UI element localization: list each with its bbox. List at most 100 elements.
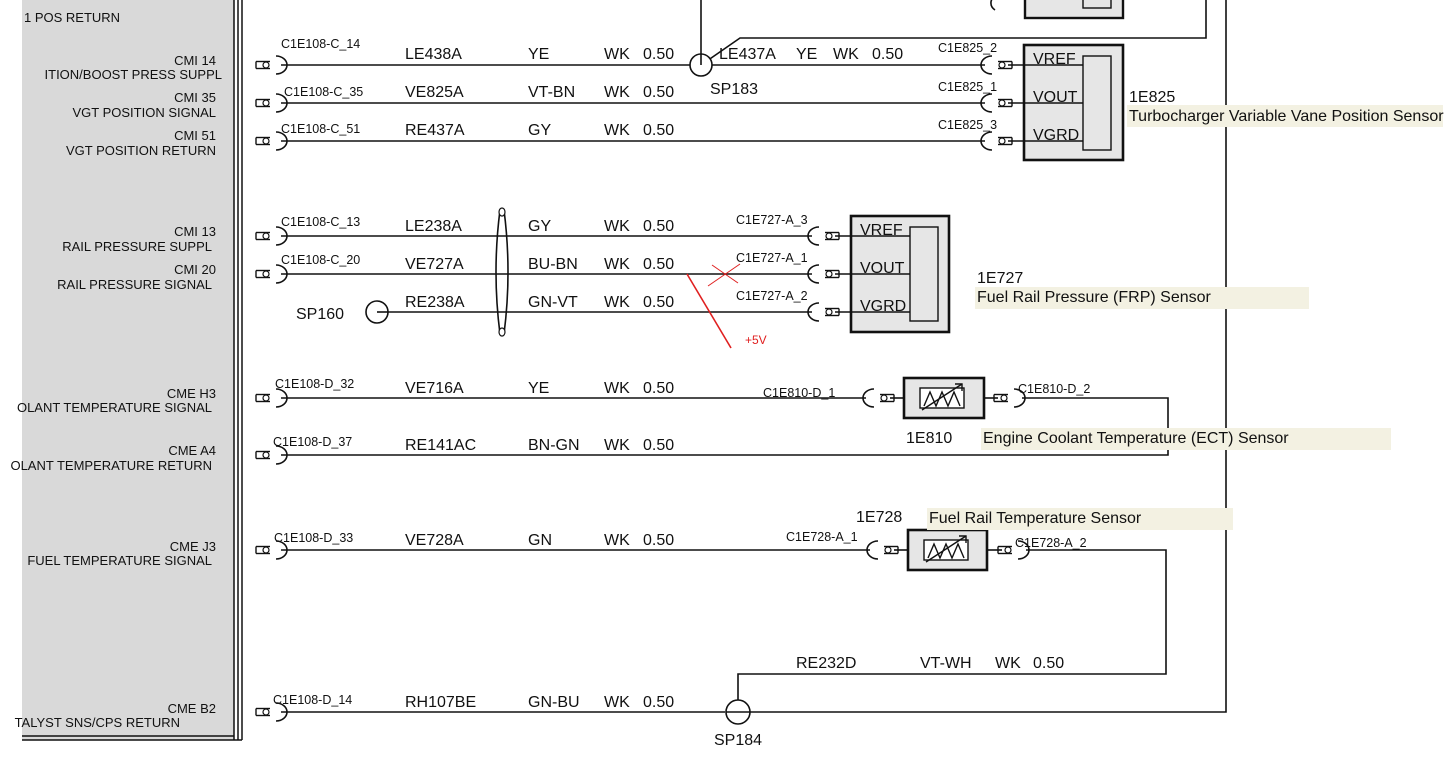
wire-type-4: WK: [604, 256, 630, 273]
wire-type-3: WK: [604, 218, 630, 235]
sensor-1e727-pin-vgrd: VGRD: [860, 298, 906, 315]
wire-gauge-1: 0.50: [643, 84, 674, 101]
wire-circuit-9: RH107BE: [405, 694, 476, 711]
ecu-func-9: TALYST SNS/CPS RETURN: [15, 715, 180, 730]
twisted-pair-symbol: [495, 207, 509, 337]
ecu-pin-2: CMI 35: [174, 90, 216, 105]
splices: SP183 SP160 SP184: [296, 53, 762, 749]
wire-color-5: GN-VT: [528, 294, 578, 311]
connector-label-6: C1E108-D_32: [275, 377, 354, 391]
sensor-1e810-id: 1E810: [906, 430, 952, 447]
ecu-pin-4: CMI 13: [174, 224, 216, 239]
sensor-1e727-pin-vout: VOUT: [860, 260, 905, 277]
wire-color-1: VT-BN: [528, 84, 575, 101]
connector-label-3: C1E108-C_13: [281, 215, 360, 229]
wire-circuit-3: LE238A: [405, 218, 462, 235]
sensor-1e810-conn-2: C1E810-D_2: [1018, 382, 1090, 396]
ecu-pin-5: CMI 20: [174, 262, 216, 277]
ecu-func-1: ITION/BOOST PRESS SUPPL: [45, 67, 222, 82]
wire-line-7: [281, 397, 1169, 456]
sensor-partial-top: [990, 0, 1125, 20]
wire-circuit-re232d: RE232D: [796, 655, 856, 672]
wire-type-7: WK: [604, 437, 630, 454]
sensor-1e810-name: Engine Coolant Temperature (ECT) Sensor: [983, 430, 1289, 447]
wire-circuit-8: VE728A: [405, 532, 464, 549]
sensor-1e728-conn-2: C1E728-A_2: [1015, 536, 1087, 550]
wire-gauge-le437a: 0.50: [872, 46, 903, 63]
connector-label-7: C1E108-D_37: [273, 435, 352, 449]
splice-label-sp160: SP160: [296, 306, 344, 323]
wire-type-1: WK: [604, 84, 630, 101]
sensor-1e727-conn-2: C1E727-A_2: [736, 289, 808, 303]
sensor-1e825-pin-vout: VOUT: [1033, 89, 1078, 106]
wire-gauge-4: 0.50: [643, 256, 674, 273]
wire-gauge-5: 0.50: [643, 294, 674, 311]
wire-color-3: GY: [528, 218, 551, 235]
connector-label-1: C1E108-C_35: [284, 85, 363, 99]
sensor-1e728-conn-1: C1E728-A_1: [786, 530, 858, 544]
wire-color-re232d: VT-WH: [920, 655, 972, 672]
wire-color-le437a: YE: [796, 46, 817, 63]
sensor-1e825-conn-1: C1E825_1: [938, 80, 997, 94]
sensor-1e727-id: 1E727: [977, 270, 1023, 287]
ecu-func-6: OLANT TEMPERATURE SIGNAL: [17, 400, 212, 415]
sensor-1e727-conn-1: C1E727-A_1: [736, 251, 808, 265]
sensor-1e727-pin-vref: VREF: [860, 222, 903, 239]
sensor-1e728-id: 1E728: [856, 509, 902, 526]
sensor-1e728: C1E728-A_1 C1E728-A_2 1E728 Fuel Rail Te…: [786, 508, 1233, 572]
wire-type-9: WK: [604, 694, 630, 711]
wire-line-re232d: [737, 549, 1167, 701]
wire-color-4: BU-BN: [528, 256, 578, 273]
ecu-pin-7: CME A4: [168, 443, 216, 458]
sensor-1e825-pin-vgrd: VGRD: [1033, 127, 1079, 144]
wire-gauge-3: 0.50: [643, 218, 674, 235]
wire-color-2: GY: [528, 122, 551, 139]
wire-gauge-7: 0.50: [643, 437, 674, 454]
wire-circuit-0: LE438A: [405, 46, 462, 63]
wire-lines: [281, 0, 1227, 713]
annotation-plus5v: +5V: [745, 333, 767, 347]
wire-type-re232d: WK: [995, 655, 1021, 672]
ecu-func-5: RAIL PRESSURE SIGNAL: [57, 277, 212, 292]
wire-type-5: WK: [604, 294, 630, 311]
wire-color-8: GN: [528, 532, 552, 549]
ecu-func-7: OLANT TEMPERATURE RETURN: [10, 458, 212, 473]
wire-line-return-bus: [750, 0, 1227, 713]
ecu-pin-1: CMI 14: [174, 53, 216, 68]
ecu-func-4: RAIL PRESSURE SUPPL: [62, 239, 212, 254]
ecu-func-2: VGT POSITION SIGNAL: [72, 105, 216, 120]
wire-line-le437a: [703, 0, 1207, 64]
connector-label-2: C1E108-C_51: [281, 122, 360, 136]
connector-label-9: C1E108-D_14: [273, 693, 352, 707]
wire-circuit-5: RE238A: [405, 294, 465, 311]
wire-gauge-8: 0.50: [643, 532, 674, 549]
wire-color-6: YE: [528, 380, 549, 397]
ecu-pin-8: CME J3: [170, 539, 216, 554]
wire-gauge-re232d: 0.50: [1033, 655, 1064, 672]
wire-labels: LE438A YE WK 0.50 VE825A VT-BN WK 0.50 R…: [405, 46, 1064, 711]
wire-circuit-1: VE825A: [405, 84, 464, 101]
wire-color-9: GN-BU: [528, 694, 580, 711]
sensor-1e810: C1E810-D_1 C1E810-D_2 1E810 Engine Coola…: [763, 376, 1391, 450]
connector-label-8: C1E108-D_33: [274, 531, 353, 545]
wire-type-8: WK: [604, 532, 630, 549]
connector-labels: C1E108-C_14 C1E108-C_35 C1E108-C_51 C1E1…: [273, 37, 363, 707]
sensor-1e825-name: Turbocharger Variable Vane Position Sens…: [1129, 108, 1444, 125]
wire-gauge-0: 0.50: [643, 46, 674, 63]
wire-circuit-4: VE727A: [405, 256, 464, 273]
sensor-1e825-conn-2: C1E825_2: [938, 41, 997, 55]
wire-gauge-9: 0.50: [643, 694, 674, 711]
connector-label-0: C1E108-C_14: [281, 37, 360, 51]
ecu-func-8: FUEL TEMPERATURE SIGNAL: [27, 553, 212, 568]
sensor-1e810-conn-1: C1E810-D_1: [763, 386, 835, 400]
sensor-1e728-name: Fuel Rail Temperature Sensor: [929, 510, 1142, 527]
red-annotation: +5V: [686, 263, 767, 349]
sensor-1e825-conn-3: C1E825_3: [938, 118, 997, 132]
ecu-pin-labels: 1 POS RETURN CMI 14 ITION/BOOST PRESS SU…: [10, 10, 222, 730]
splice-label-sp184: SP184: [714, 732, 762, 749]
sensor-1e825: VREF VOUT VGRD C1E825_2 C1E825_1 C1E825_…: [938, 41, 1444, 162]
connector-label-4: C1E108-C_20: [281, 253, 360, 267]
wire-type-le437a: WK: [833, 46, 859, 63]
ecu-func-0: 1 POS RETURN: [24, 10, 120, 25]
